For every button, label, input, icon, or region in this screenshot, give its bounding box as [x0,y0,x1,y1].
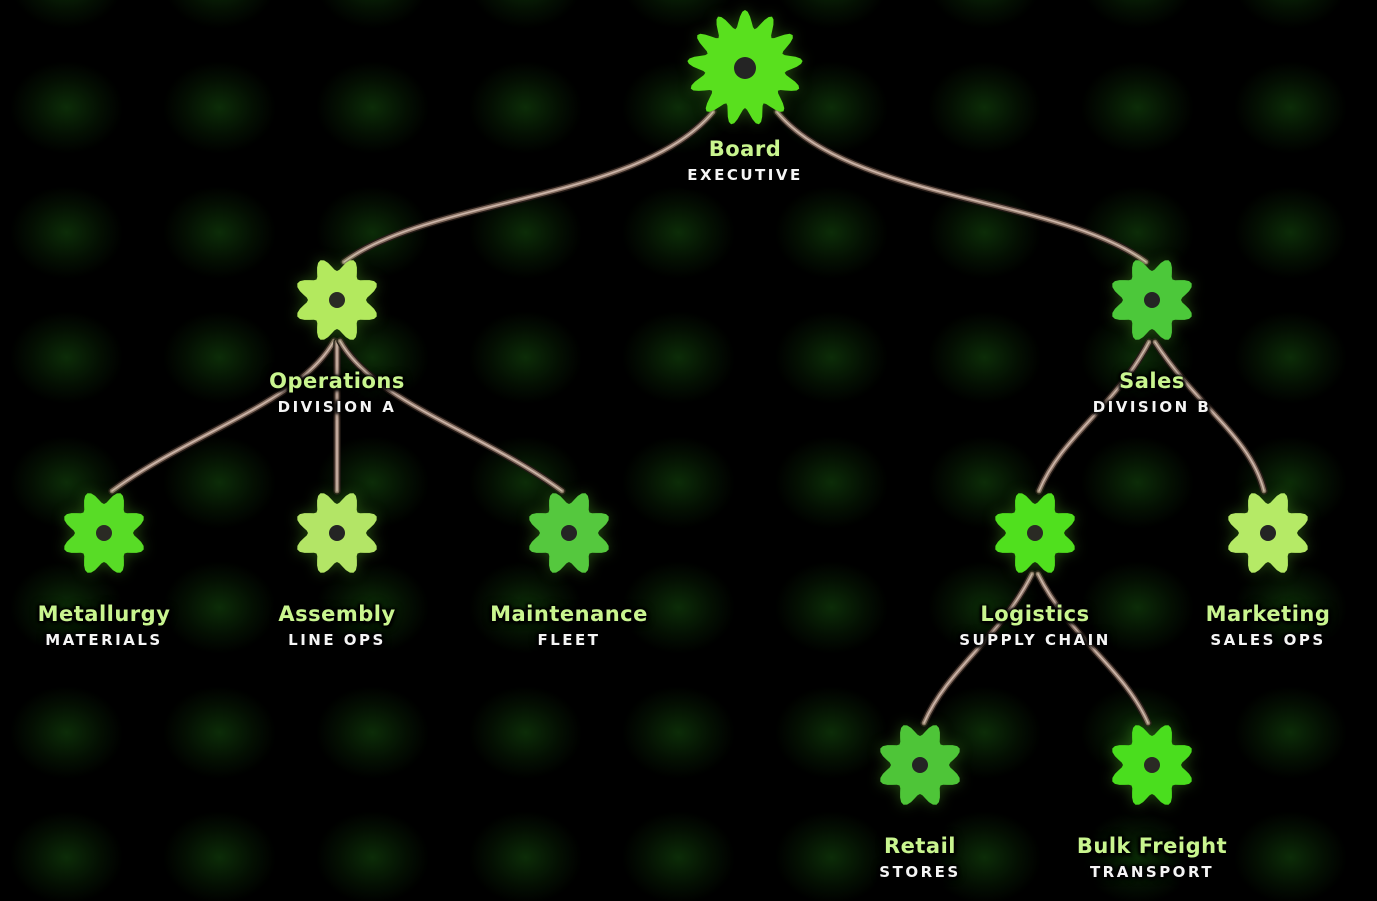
edge-sales-logistics [1038,341,1150,492]
node-sales[interactable] [1112,260,1192,340]
node-retail[interactable] [880,725,960,805]
edge-board-sales [774,109,1149,265]
logistics-center-dot [1027,525,1043,541]
edge-logistics-retail [923,573,1033,724]
metallurgy-center-dot [96,525,112,541]
node-assembly[interactable] [297,493,377,573]
edge-operations-maintenance [339,340,563,492]
node-maintenance[interactable] [529,493,609,573]
marketing-center-dot [1260,525,1276,541]
edge-board-operations [341,109,716,265]
edge-logistics-bulk_freight [1037,573,1149,724]
retail-center-dot [912,757,928,773]
node-metallurgy[interactable] [64,493,144,573]
maintenance-center-dot [561,525,577,541]
edges-layer [108,108,1268,727]
board-center-dot [734,57,756,79]
edge-board-operations [340,108,717,266]
edge-sales-marketing [1154,341,1265,492]
node-bulk_freight[interactable] [1112,725,1192,805]
node-board[interactable] [687,10,803,125]
edge-board-operations [343,111,714,263]
node-operations[interactable] [297,260,377,340]
bulk_freight-center-dot [1144,757,1160,773]
edge-board-sales [776,111,1147,263]
operations-center-dot [329,292,345,308]
node-logistics[interactable] [995,493,1075,573]
nodes-layer [64,10,1308,805]
edge-operations-metallurgy [111,340,335,492]
assembly-center-dot [329,525,345,541]
edge-board-sales [773,108,1150,266]
sales-center-dot [1144,292,1160,308]
node-marketing[interactable] [1228,493,1308,573]
